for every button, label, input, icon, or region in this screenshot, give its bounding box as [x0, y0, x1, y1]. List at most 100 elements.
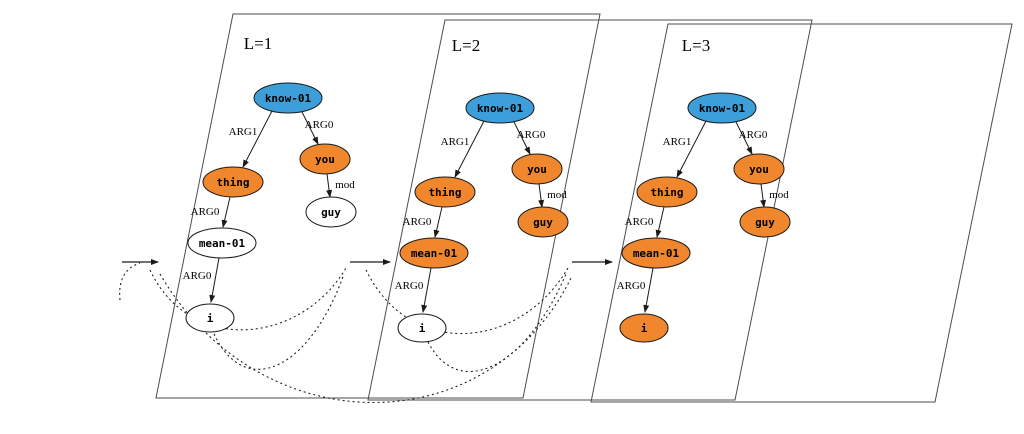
node-mean-01-label: mean-01	[199, 237, 246, 250]
edge-label-arg0-mean: ARG0	[403, 216, 432, 228]
node-thing: thing	[414, 176, 476, 208]
node-know-01: know-01	[253, 82, 323, 114]
node-mean-01-shape	[621, 237, 691, 269]
edge-know-you	[513, 121, 531, 155]
node-you: you	[733, 153, 785, 185]
edge-label-arg0-you: ARG0	[739, 129, 768, 141]
recurrent-input-hook	[119, 262, 141, 301]
edge-label-arg0-mean: ARG0	[625, 216, 654, 228]
node-thing-label: thing	[216, 176, 249, 189]
node-know-01: know-01	[465, 92, 535, 124]
node-i-shape	[619, 313, 669, 343]
node-guy: guy	[517, 206, 569, 238]
node-mean-01-shape	[187, 227, 257, 259]
recurrent-edge-i1	[213, 273, 345, 370]
edge-mean-i	[209, 257, 220, 303]
node-you-label: you	[315, 153, 335, 166]
node-mean-01-label: mean-01	[633, 247, 680, 260]
edge-thing-mean	[655, 206, 665, 238]
edge-mean-i	[421, 267, 432, 313]
node-guy: guy	[739, 206, 791, 238]
node-i-shape	[397, 313, 447, 343]
node-i: i	[619, 313, 669, 343]
node-i-shape	[185, 303, 235, 333]
edge-you-guy	[760, 183, 767, 208]
edge-know-thing	[242, 110, 273, 168]
plane-l2	[367, 19, 813, 401]
edge-label-arg0-mean: ARG0	[191, 206, 220, 218]
node-thing-shape	[414, 176, 476, 208]
node-thing-label: thing	[650, 186, 683, 199]
node-you: you	[511, 153, 563, 185]
node-guy-label: guy	[321, 206, 341, 219]
node-you-shape	[733, 153, 785, 185]
node-you-shape	[299, 143, 351, 175]
edge-thing-mean	[221, 196, 231, 228]
node-know-01-shape	[465, 92, 535, 124]
node-you-label: you	[527, 163, 547, 176]
edge-know-you	[301, 111, 319, 145]
node-i-label: i	[641, 322, 648, 335]
edge-know-thing	[454, 120, 485, 178]
recurrent-connections	[119, 259, 613, 403]
node-thing-shape	[202, 166, 264, 198]
node-guy-shape	[517, 206, 569, 238]
node-thing-label: thing	[428, 186, 461, 199]
node-you-shape	[511, 153, 563, 185]
node-know-01-label: know-01	[477, 102, 524, 115]
plane-l1	[155, 13, 601, 399]
node-guy-label: guy	[533, 216, 553, 229]
node-mean-01-label: mean-01	[411, 247, 458, 260]
edge-label-arg0-you: ARG0	[517, 129, 546, 141]
layer-label-l3: L=3	[682, 36, 710, 55]
node-you-label: you	[749, 163, 769, 176]
node-guy-label: guy	[755, 216, 775, 229]
layer-labels: L=1 L=2 L=3	[244, 34, 710, 55]
edge-label-arg0-i: ARG0	[183, 270, 212, 282]
node-i: i	[185, 303, 235, 333]
edge-know-thing	[676, 120, 707, 178]
node-thing: thing	[636, 176, 698, 208]
edge-label-arg1: ARG1	[441, 136, 470, 148]
node-mean-01-shape	[399, 237, 469, 269]
layer-label-l1: L=1	[244, 34, 272, 53]
node-guy-shape	[739, 206, 791, 238]
node-know-01-label: know-01	[265, 92, 312, 105]
edge-label-arg1: ARG1	[663, 136, 692, 148]
planes	[155, 13, 1013, 403]
edge-label-arg0-you: ARG0	[305, 119, 334, 131]
recurrent-edge-l2-l3	[365, 267, 569, 335]
edge-you-guy	[326, 173, 333, 198]
node-i-label: i	[207, 312, 214, 325]
node-mean-01: mean-01	[621, 237, 691, 269]
node-know-01-shape	[253, 82, 323, 114]
edge-label-arg1: ARG1	[229, 126, 258, 138]
node-i-label: i	[419, 322, 426, 335]
node-know-01-label: know-01	[699, 102, 746, 115]
node-thing: thing	[202, 166, 264, 198]
edge-know-you	[735, 121, 753, 155]
layer-graph-1: ARG1 ARG0 mod ARG0 ARG0 know-01 thing yo…	[183, 82, 357, 333]
recurrent-edge-i2	[427, 273, 567, 372]
layer-label-l2: L=2	[452, 36, 480, 55]
node-thing-shape	[636, 176, 698, 208]
edge-label-mod: mod	[769, 189, 789, 201]
edge-label-mod: mod	[335, 179, 355, 191]
edge-label-arg0-i: ARG0	[395, 280, 424, 292]
layer-graph-3: ARG1 ARG0 mod ARG0 ARG0 know-01 thing yo…	[617, 92, 791, 343]
node-know-01-shape	[687, 92, 757, 124]
plane-l3	[590, 23, 1013, 403]
layer-graph-2: ARG1 ARG0 mod ARG0 ARG0 know-01 thing yo…	[395, 92, 569, 343]
node-mean-01: mean-01	[399, 237, 469, 269]
node-i: i	[397, 313, 447, 343]
recurrent-edge-l1-l2	[149, 267, 347, 331]
edge-you-guy	[538, 183, 545, 208]
node-you: you	[299, 143, 351, 175]
node-guy: guy	[305, 196, 357, 228]
edge-mean-i	[643, 267, 654, 313]
edge-label-mod: mod	[547, 189, 567, 201]
edge-label-arg0-i: ARG0	[617, 280, 646, 292]
node-know-01: know-01	[687, 92, 757, 124]
